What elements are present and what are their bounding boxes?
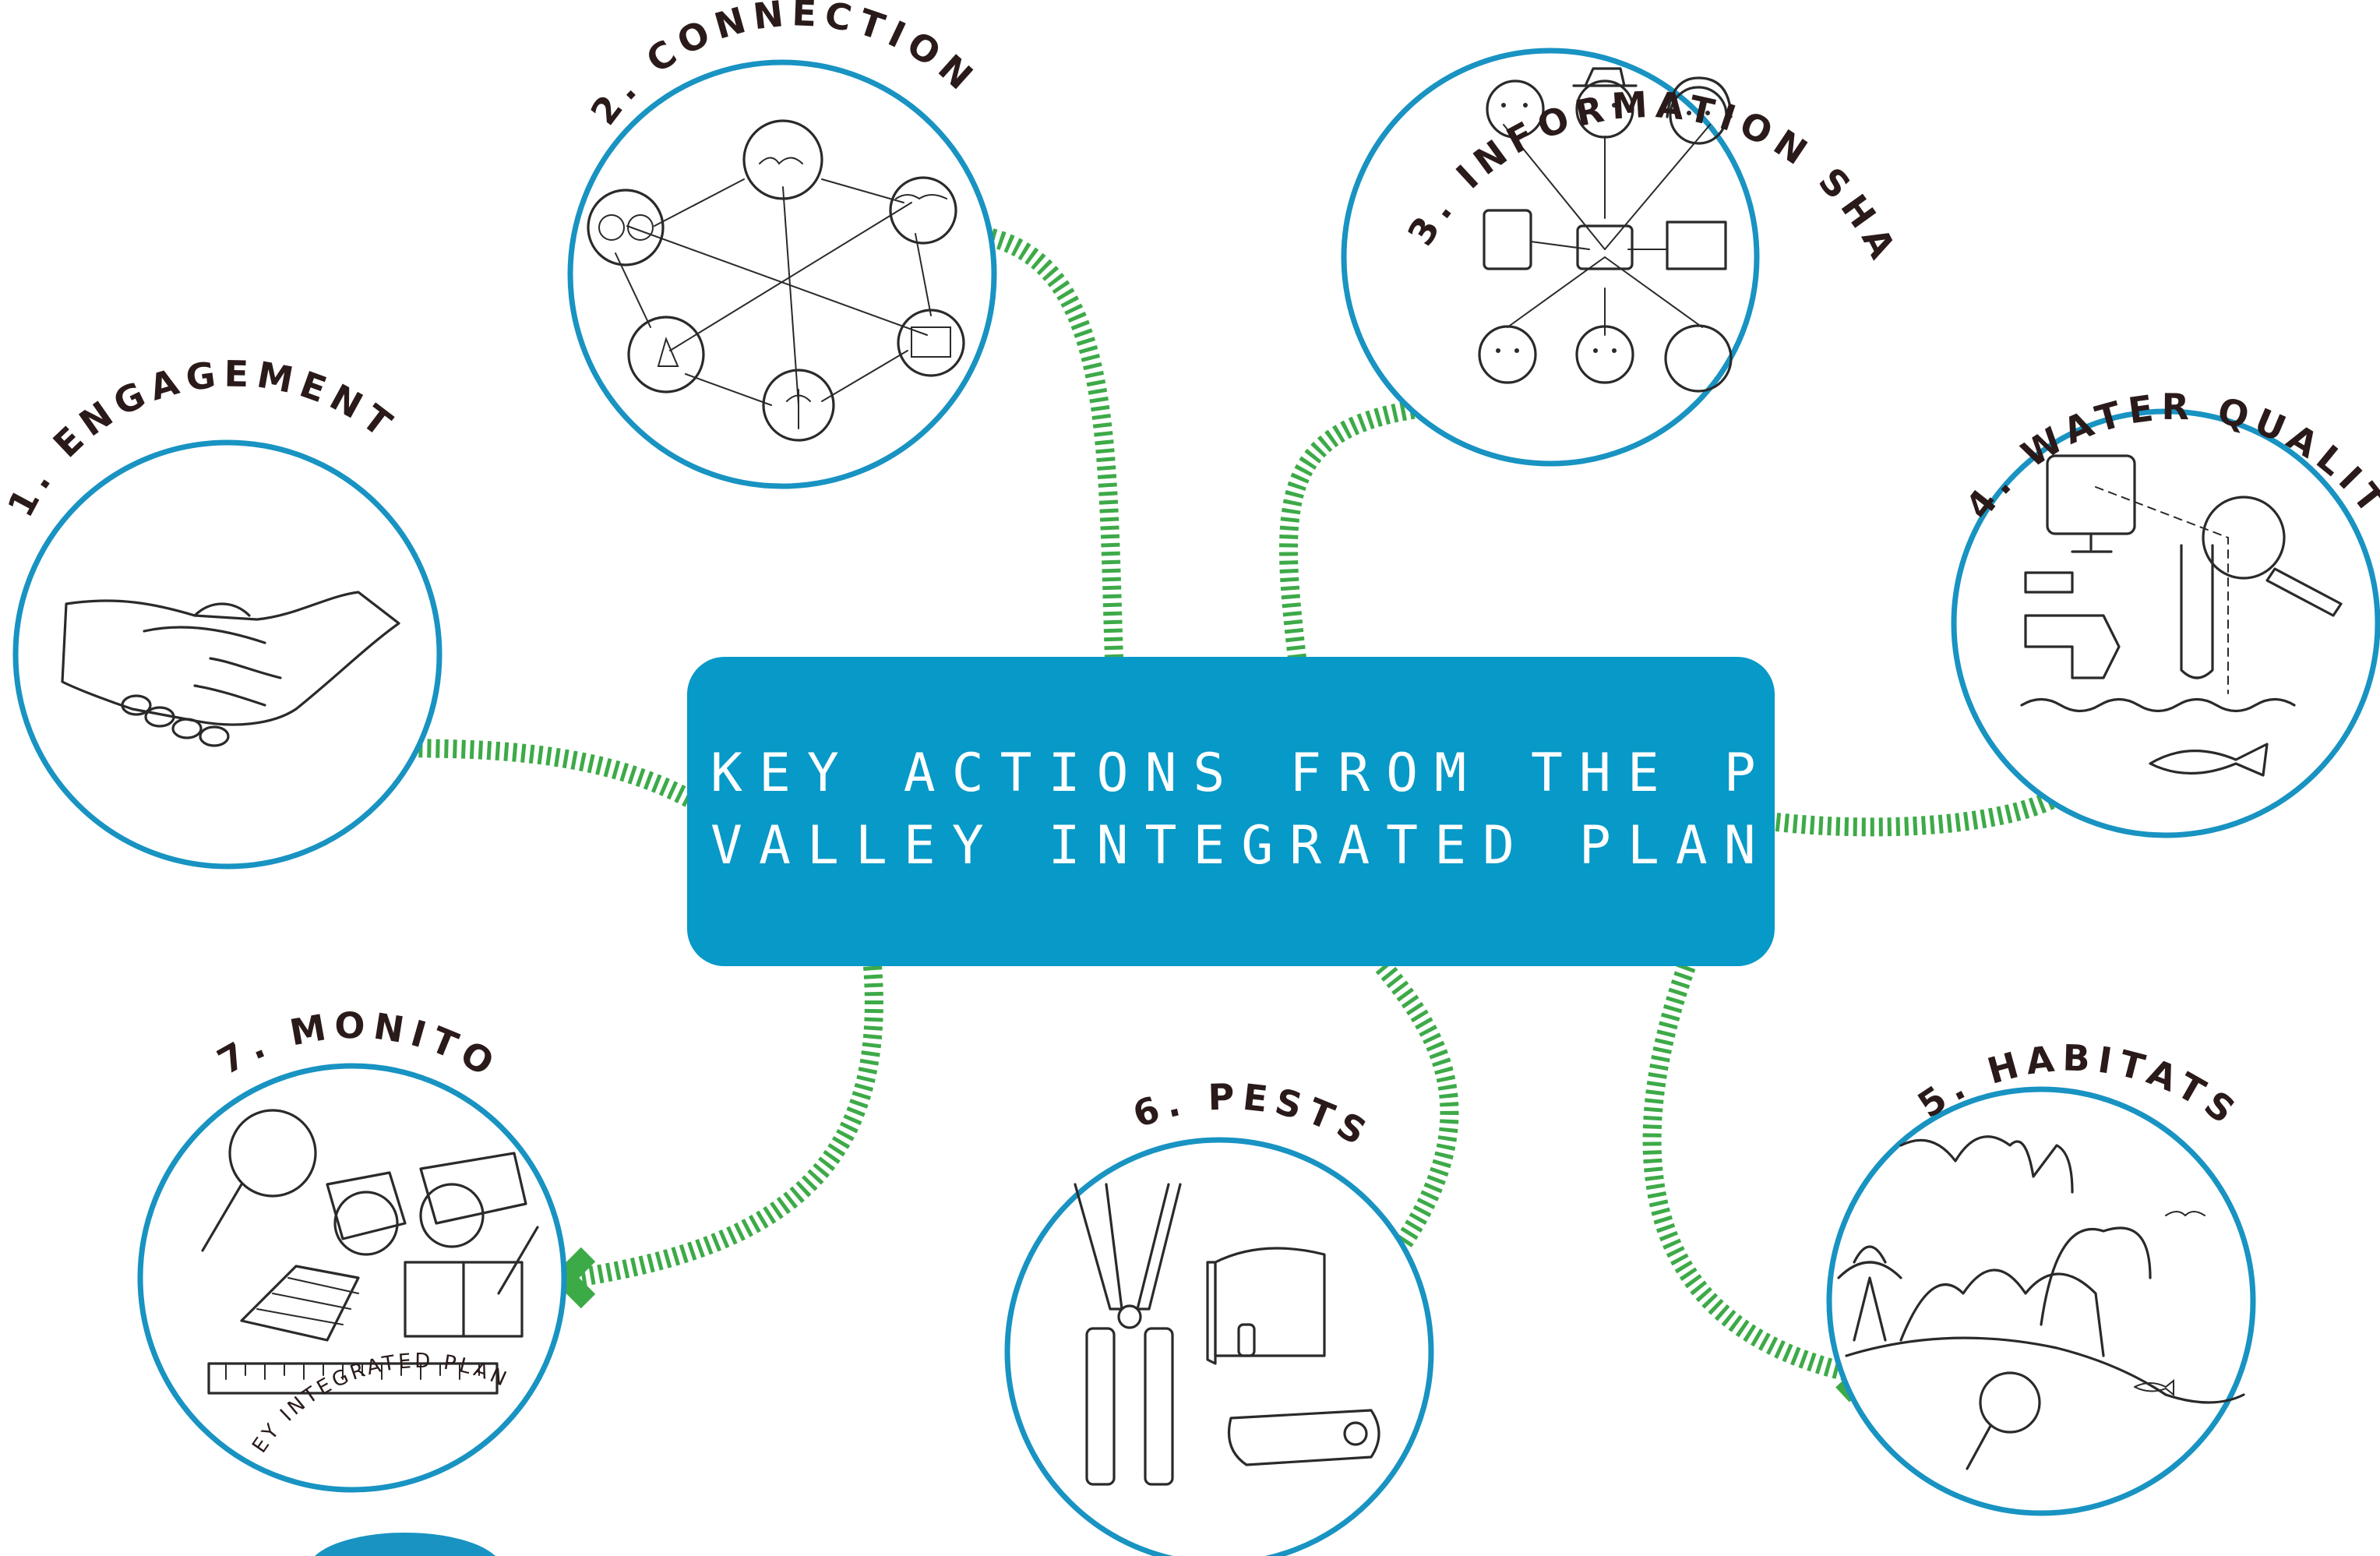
connection-network-icon xyxy=(587,119,965,442)
connector-monitor xyxy=(575,965,883,1287)
node-connection: 2. CONNECTION xyxy=(567,0,997,489)
pest-traps-icon xyxy=(1074,1183,1380,1486)
people-network-icon xyxy=(1478,67,1733,393)
node-engagement: 1. ENGAGEMENT xyxy=(0,353,443,870)
landscape-icon xyxy=(1837,1135,2245,1470)
node-pests: 6. PESTS xyxy=(1004,1075,1434,1556)
monitoring-tools-icon xyxy=(201,1109,539,1395)
node-engagement-circle xyxy=(12,439,443,870)
handshake-icon xyxy=(61,591,400,747)
center-title-line1: KEY ACTIONS FROM THE POUREWA xyxy=(710,743,2061,804)
center-title-box: KEY ACTIONS FROM THE POUREWA VALLEY INTE… xyxy=(687,657,2061,966)
center-box-shape xyxy=(687,657,1775,966)
connector-engagement xyxy=(358,739,694,807)
connector-information-sharing xyxy=(1279,396,1451,660)
node-pests-circle xyxy=(1004,1137,1434,1556)
water-testing-icon xyxy=(2020,454,2343,777)
node-water-quality-circle xyxy=(1951,408,2380,838)
node-information-sharing-circle xyxy=(1341,48,1760,467)
connector-habitats xyxy=(1642,962,1864,1385)
node-water-quality-label: 4. WATER QUALITY xyxy=(0,0,2380,527)
node-habitats: 5. HABITATS xyxy=(1826,1036,2256,1516)
connector-pests xyxy=(1375,960,1459,1272)
corner-blob xyxy=(315,1533,495,1556)
node-connection-circle xyxy=(567,59,997,489)
node-habitats-circle xyxy=(1826,1086,2256,1516)
center-title-line2: VALLEY INTEGRATED PLAN xyxy=(710,815,1772,877)
